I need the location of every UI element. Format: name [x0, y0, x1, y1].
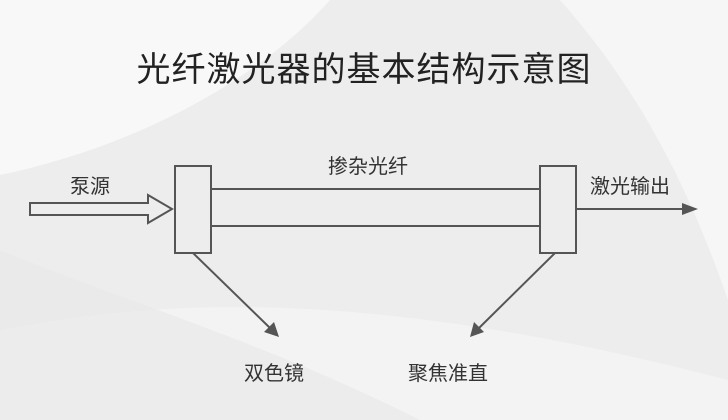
dichroic-pointer-arrowhead: [264, 322, 279, 337]
dichroic-mirror-label: 双色镜: [244, 361, 304, 385]
collimation-pointer-line: [478, 252, 556, 329]
laser-output-arrowhead: [682, 203, 698, 215]
focusing-collimation-label: 聚焦准直: [408, 361, 488, 385]
dichroic-pointer-line: [192, 252, 271, 329]
laser-output-label: 激光输出: [590, 174, 670, 198]
focusing-collimation-block: [539, 165, 577, 254]
dichroic-mirror-block: [174, 165, 212, 254]
collimation-pointer-arrowhead: [470, 322, 484, 337]
pump-input-arrow: [29, 193, 174, 225]
doped-fiber-label: 掺杂光纤: [328, 154, 408, 178]
diagram-title: 光纤激光器的基本结构示意图: [136, 50, 592, 90]
pump-label: 泵源: [70, 174, 110, 198]
